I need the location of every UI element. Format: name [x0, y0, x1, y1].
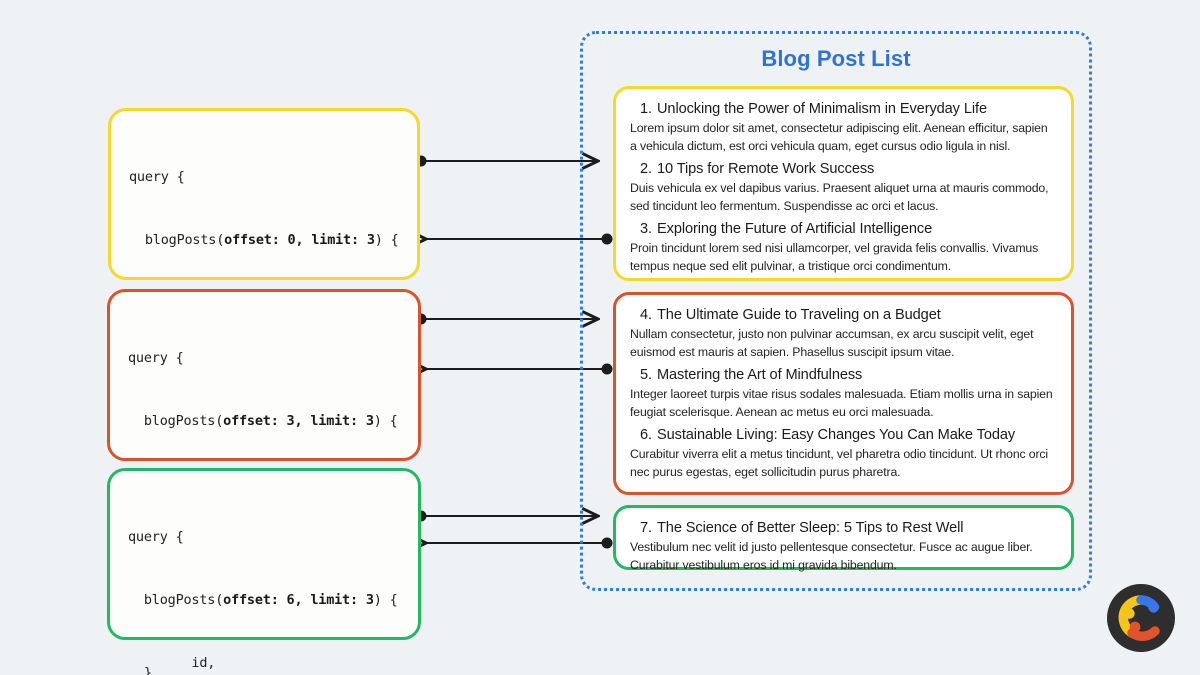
post-body: Duis vehicula ex vel dapibus varius. Pra… [630, 181, 1049, 213]
post-number: 3. [640, 221, 652, 237]
post-body: Proin tincidunt lorem sed nisi ullamcorp… [630, 241, 1039, 273]
post-title-text: Exploring the Future of Artificial Intel… [656, 221, 933, 237]
post-title: 6.Sustainable Living: Easy Changes You C… [640, 427, 1057, 443]
code-line: blogPosts(offset: 6, limit: 3) { [128, 590, 400, 611]
query-card-offset-6[interactable]: query { blogPosts(offset: 6, limit: 3) {… [107, 468, 421, 671]
code-line-pre: blogPosts( [128, 592, 224, 608]
brand-logo-icon [1107, 584, 1175, 652]
post-body: Integer laoreet turpis vitae risus sodal… [630, 387, 1053, 419]
connector-request-3 [415, 511, 598, 522]
post-title: 3.Exploring the Future of Artificial Int… [640, 221, 1057, 237]
post-title-text: The Ultimate Guide to Traveling on a Bud… [656, 307, 941, 323]
post-body: Vestibulum nec velit id justo pellentesq… [630, 540, 1033, 572]
code-line: query { [128, 350, 184, 366]
post-title: 2.10 Tips for Remote Work Success [640, 161, 1057, 177]
connector-response-3 [425, 538, 613, 549]
post-body: Nullam consectetur, justo non pulvinar a… [630, 327, 1034, 359]
post-group-green: 7.The Science of Better Sleep: 5 Tips to… [613, 505, 1074, 572]
post-title-text: Sustainable Living: Easy Changes You Can… [656, 427, 1016, 443]
code-line: blogPosts(offset: 0, limit: 3) { [129, 230, 399, 251]
post-title-text: The Science of Better Sleep: 5 Tips to R… [656, 520, 964, 536]
connector-response-2 [425, 364, 613, 375]
code-args: offset: 3, limit: 3 [223, 413, 374, 429]
page-title: Blog Post List [761, 46, 911, 71]
post-title: 5.Mastering the Art of Mindfulness [640, 367, 1057, 383]
code-line-post: ) { [373, 413, 398, 429]
post-number: 4. [640, 307, 652, 323]
post-number: 7. [640, 520, 652, 536]
code-line: query { [128, 529, 184, 545]
blog-post-list-panel: Blog Post List 1.Unlocking the Power of … [580, 31, 1092, 591]
post-body: Curabitur viverra elit a metus tincidunt… [630, 447, 1048, 479]
post-body: Lorem ipsum dolor sit amet, consectetur … [630, 121, 1048, 153]
post-title-text: Mastering the Art of Mindfulness [656, 367, 863, 383]
connector-request-2 [415, 314, 598, 325]
post-title-text: 10 Tips for Remote Work Success [656, 161, 875, 177]
post-title: 1.Unlocking the Power of Minimalism in E… [640, 101, 1057, 117]
code-args: offset: 0, limit: 3 [224, 232, 375, 248]
code-line-post: ) { [374, 232, 399, 248]
code-line-pre: blogPosts( [128, 413, 224, 429]
code-line: id, [128, 655, 216, 671]
code-line-pre: blogPosts( [129, 232, 225, 248]
post-group-orange: 4.The Ultimate Guide to Traveling on a B… [613, 292, 1074, 495]
connector-request-1 [415, 156, 598, 167]
post-title: 7.The Science of Better Sleep: 5 Tips to… [640, 520, 1057, 536]
connector-response-1 [425, 234, 613, 245]
code-args: offset: 6, limit: 3 [223, 592, 374, 608]
post-number: 6. [640, 427, 652, 443]
post-number: 1. [640, 101, 652, 117]
query-card-offset-0[interactable]: query { blogPosts(offset: 0, limit: 3) {… [108, 108, 420, 563]
post-group-yellow: 1.Unlocking the Power of Minimalism in E… [613, 86, 1074, 281]
code-line-post: ) { [373, 592, 398, 608]
code-line: blogPosts(offset: 3, limit: 3) { [128, 411, 400, 432]
post-title-text: Unlocking the Power of Minimalism in Eve… [656, 101, 987, 117]
post-number: 5. [640, 367, 652, 383]
post-title: 4.The Ultimate Guide to Traveling on a B… [640, 307, 1057, 323]
post-number: 2. [640, 161, 652, 177]
code-line: } [128, 665, 152, 675]
code-line: query { [129, 169, 185, 185]
query-card-offset-3[interactable]: query { blogPosts(offset: 3, limit: 3) {… [107, 289, 421, 675]
